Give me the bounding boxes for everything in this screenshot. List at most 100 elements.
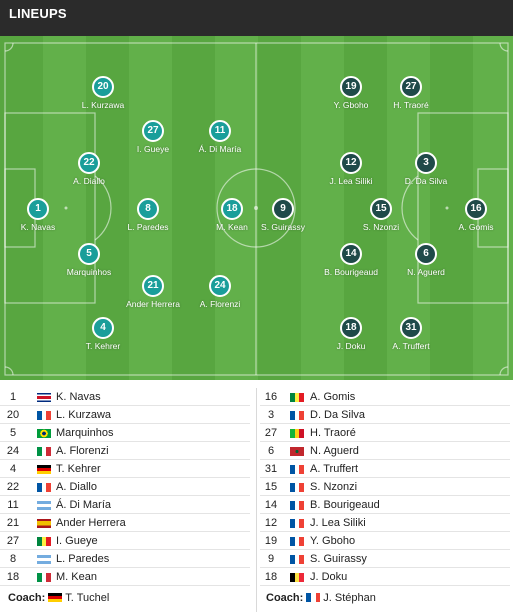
pitch-player-away[interactable]: 16 A. Gomis <box>441 198 511 232</box>
player-name[interactable]: A. Truffert <box>310 463 359 475</box>
france-flag-icon <box>290 519 304 528</box>
player-name[interactable]: A. Diallo <box>56 481 97 493</box>
lineup-row[interactable]: 5 Marquinhos <box>0 424 250 442</box>
brazil-flag-icon <box>37 429 51 438</box>
player-name[interactable]: L. Paredes <box>56 553 110 565</box>
pitch-player-away[interactable]: 14 B. Bourigeaud <box>316 243 386 277</box>
spain-flag-icon <box>37 519 51 528</box>
player-number: 4 <box>92 317 114 339</box>
shirt-number: 4 <box>9 463 17 475</box>
pitch-player-away[interactable]: 31 A. Truffert <box>376 317 446 351</box>
lineup-row[interactable]: 11 Á. Di María <box>0 496 250 514</box>
pitch-player-home[interactable]: 5 Marquinhos <box>54 243 124 277</box>
pitch-player-home[interactable]: 22 A. Diallo <box>54 152 124 186</box>
pitch-player-away[interactable]: 6 N. Aguerd <box>391 243 461 277</box>
player-name: D. Da Silva <box>404 176 448 186</box>
shirt-number: 14 <box>264 499 278 511</box>
player-name[interactable]: L. Kurzawa <box>56 409 112 421</box>
player-name[interactable]: N. Aguerd <box>310 445 359 457</box>
lineup-row[interactable]: 3 D. Da Silva <box>260 406 510 424</box>
coach-name[interactable]: T. Tuchel <box>65 592 110 604</box>
pitch-player-home[interactable]: 27 I. Gueye <box>118 120 188 154</box>
argentina-flag-icon <box>37 501 51 510</box>
lineups-title: LINEUPS <box>9 6 67 21</box>
player-name: J. Lea Siliki <box>329 176 373 186</box>
lineup-row[interactable]: 31 A. Truffert <box>260 460 510 478</box>
pitch-player-home[interactable]: 11 Á. Di María <box>185 120 255 154</box>
player-number: 22 <box>78 152 100 174</box>
player-name[interactable]: B. Bourigeaud <box>310 499 380 511</box>
player-name[interactable]: I. Gueye <box>56 535 98 547</box>
pitch-player-home[interactable]: 8 L. Paredes <box>113 198 183 232</box>
player-name[interactable]: Marquinhos <box>56 427 114 439</box>
player-name[interactable]: Á. Di María <box>56 499 112 511</box>
player-number: 21 <box>142 275 164 297</box>
football-pitch: 1 K. Navas 20 L. Kurzawa 22 A. Diallo 5 … <box>0 36 513 380</box>
player-name: A. Truffert <box>392 341 430 351</box>
player-name[interactable]: J. Doku <box>310 571 348 583</box>
germany-flag-icon <box>37 465 51 474</box>
player-name[interactable]: S. Nzonzi <box>310 481 358 493</box>
player-name: A. Diallo <box>73 176 105 186</box>
coach-label: Coach: <box>266 592 304 604</box>
pitch-player-away[interactable]: 3 D. Da Silva <box>391 152 461 186</box>
france-flag-icon <box>306 593 321 602</box>
player-name[interactable]: Y. Gboho <box>310 535 356 547</box>
pitch-player-home[interactable]: 21 Ander Herrera <box>118 275 188 309</box>
italy-flag-icon <box>37 573 51 582</box>
pitch-player-home[interactable]: 4 T. Kehrer <box>68 317 138 351</box>
pitch-player-away[interactable]: 27 H. Traoré <box>376 76 446 110</box>
player-name[interactable]: Ander Herrera <box>56 517 126 529</box>
shirt-number: 31 <box>264 463 278 475</box>
france-flag-icon <box>290 537 304 546</box>
player-name[interactable]: M. Kean <box>56 571 97 583</box>
shirt-number: 3 <box>267 409 275 421</box>
pitch-player-home[interactable]: 20 L. Kurzawa <box>68 76 138 110</box>
pitch-player-away[interactable]: 15 S. Nzonzi <box>346 198 416 232</box>
player-name[interactable]: J. Lea Siliki <box>310 517 366 529</box>
shirt-number: 5 <box>9 427 17 439</box>
player-name[interactable]: T. Kehrer <box>56 463 101 475</box>
pitch-player-away[interactable]: 18 J. Doku <box>316 317 386 351</box>
player-name[interactable]: H. Traoré <box>310 427 356 439</box>
player-name[interactable]: D. Da Silva <box>310 409 366 421</box>
coach-name[interactable]: J. Stéphan <box>323 592 376 604</box>
player-name[interactable]: K. Navas <box>56 391 101 403</box>
pitch-player-away[interactable]: 12 J. Lea Siliki <box>316 152 386 186</box>
player-name[interactable]: A. Florenzi <box>56 445 109 457</box>
lineup-row[interactable]: 4 T. Kehrer <box>0 460 250 478</box>
player-name[interactable]: S. Guirassy <box>310 553 367 565</box>
pitch-player-away[interactable]: 19 Y. Gboho <box>316 76 386 110</box>
player-number: 27 <box>142 120 164 142</box>
player-name: B. Bourigeaud <box>324 267 378 277</box>
player-number: 16 <box>465 198 487 220</box>
player-number: 3 <box>415 152 437 174</box>
pitch-player-away[interactable]: 9 S. Guirassy <box>248 198 318 232</box>
pitch-player-home[interactable]: 24 A. Florenzi <box>185 275 255 309</box>
pitch-markings <box>4 42 509 376</box>
germany-flag-icon <box>48 593 63 602</box>
lineup-row[interactable]: 14 B. Bourigeaud <box>260 496 510 514</box>
player-name[interactable]: A. Gomis <box>310 391 356 403</box>
pitch-player-home[interactable]: 18 M. Kean <box>197 198 267 232</box>
pitch-player-home[interactable]: 1 K. Navas <box>3 198 73 232</box>
player-name: L. Paredes <box>127 222 169 232</box>
shirt-number: 11 <box>7 499 19 511</box>
